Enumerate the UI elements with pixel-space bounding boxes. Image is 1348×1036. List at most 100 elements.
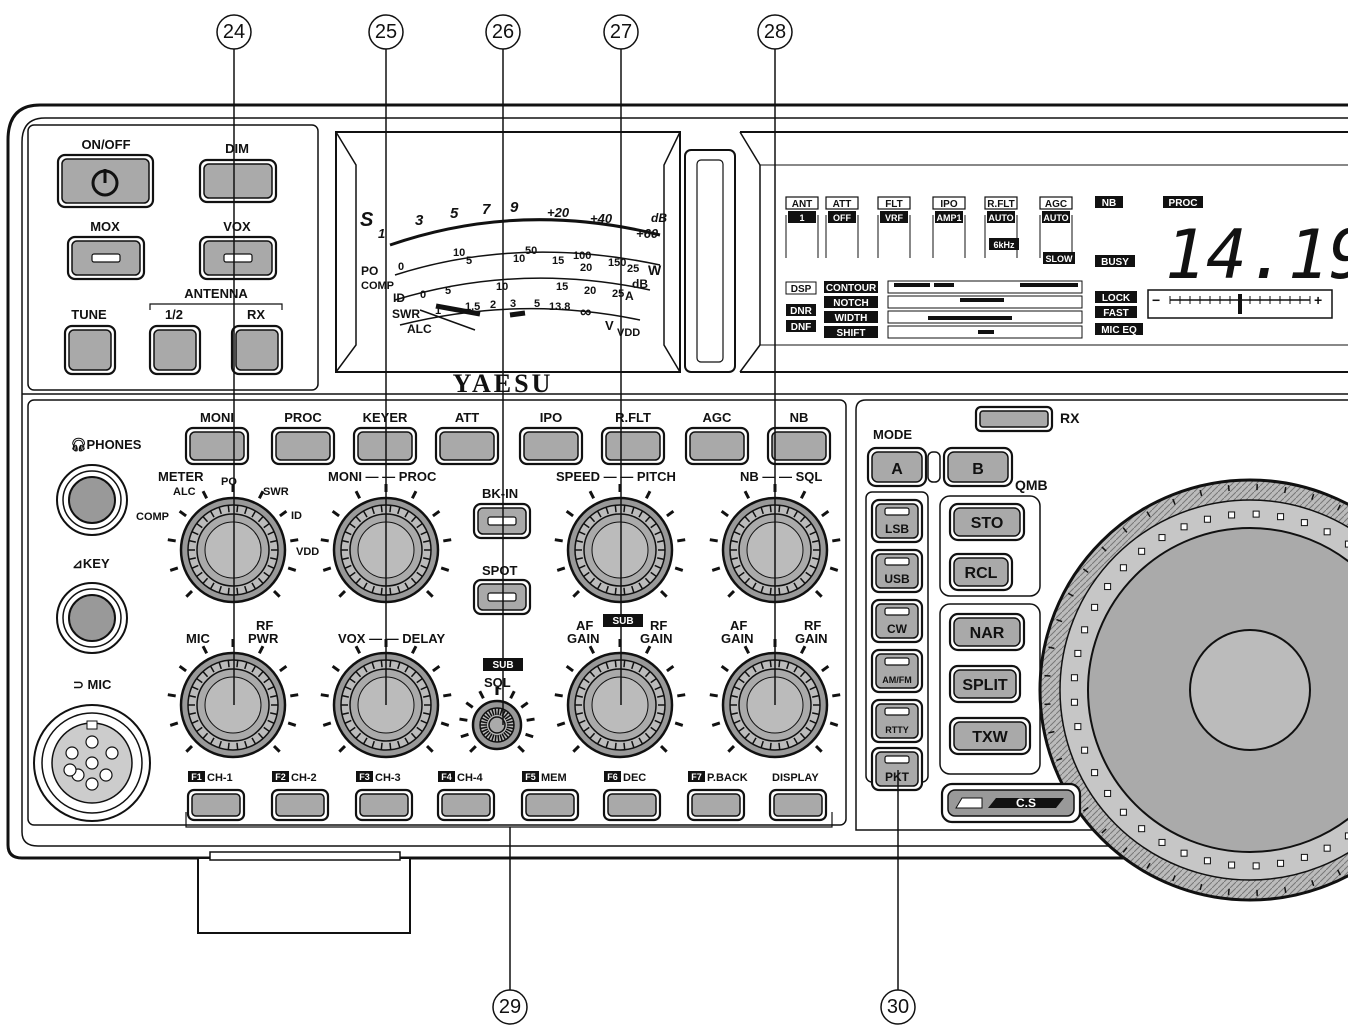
top-button-label: KEYER	[363, 410, 408, 425]
mic-label: ⊃ MIC	[73, 677, 112, 692]
meter-po-150: 150	[608, 257, 626, 269]
top-button-label: PROC	[284, 410, 322, 425]
meter-s-7: 7	[482, 201, 491, 218]
fkey-tag: F6	[607, 772, 618, 782]
meter-swr-3: 3	[510, 298, 516, 310]
display-top-label: ATT	[833, 199, 852, 210]
knob-po-label: PO	[221, 476, 237, 488]
knob-vdd-label: VDD	[296, 546, 319, 558]
display-top-label: ANT	[792, 199, 813, 210]
spot-label: SPOT	[482, 563, 517, 578]
mode-label: AM/FM	[882, 675, 912, 685]
rx-label: RX	[1060, 410, 1080, 426]
frequency-display: 14.19	[1165, 216, 1348, 295]
display-top-value: 1	[799, 213, 804, 223]
speed-pitch-label: SPEED — — PITCH	[556, 469, 676, 484]
meter-vdd-label: VDD	[617, 327, 640, 339]
dim-label: DIM	[225, 141, 249, 156]
meter-swr-1-5: 1.5	[465, 301, 480, 313]
gain-rf-label-sub: GAIN	[795, 631, 828, 646]
rflt-width: 6kHz	[993, 240, 1015, 250]
meter-s-20: +20	[547, 205, 570, 220]
mic-knob-label: MIC	[186, 631, 210, 646]
meter-swr-1: 1	[435, 305, 441, 317]
fkey-label: CH-3	[375, 772, 401, 784]
fkey-tag: F3	[359, 772, 370, 782]
meter-po-100: 100	[573, 250, 591, 262]
meter-s-1: 1	[378, 226, 385, 241]
meter-swr-label: SWR	[392, 307, 420, 321]
mode-label: CW	[887, 622, 908, 636]
knob-alc-label: ALC	[173, 486, 196, 498]
meter-s-5: 5	[450, 205, 459, 222]
dnr-indicator: DNR	[790, 306, 812, 317]
mode-label: RTTY	[885, 725, 909, 735]
fkey-label: MEM	[541, 772, 567, 784]
sub-badge-text: SUB	[612, 616, 633, 627]
sto-button-label: STO	[971, 515, 1004, 532]
fast-indicator: FAST	[1103, 308, 1129, 319]
dsp-row-notch: NOTCH	[833, 298, 869, 309]
fkey-label: CH-1	[207, 772, 233, 784]
meter-alc-label: ALC	[407, 322, 432, 336]
callout-29: 29	[499, 996, 521, 1018]
callout-24: 24	[223, 21, 245, 43]
top-button-label: NB	[790, 410, 809, 425]
meter-knob-label: METER	[158, 469, 204, 484]
display-top-value: AMP1	[936, 213, 961, 223]
callout-27: 27	[610, 21, 632, 43]
top-button-label: R.FLT	[615, 410, 651, 425]
dsp-row-contour: CONTOUR	[826, 283, 877, 294]
meter-id-unit: A	[625, 289, 634, 303]
mode-label: MODE	[873, 427, 912, 442]
meter-comp-15: 15	[552, 255, 564, 267]
meter-po-50: 50	[525, 245, 537, 257]
fkey-label: P.BACK	[707, 772, 748, 784]
fkey-tag: F4	[441, 772, 452, 782]
callout-26: 26	[492, 21, 514, 43]
top-button-label: AGC	[703, 410, 733, 425]
sub-badge-sql-text: SUB	[492, 660, 513, 671]
meter-comp-10: 10	[513, 253, 525, 265]
meter-v-label: V	[605, 318, 614, 333]
tune-label: TUNE	[71, 307, 107, 322]
dsp-row-width: WIDTH	[835, 313, 868, 324]
meter-s-label: S	[360, 209, 374, 231]
knob-swr-label: SWR	[263, 486, 289, 498]
fkey-tag: F1	[191, 772, 202, 782]
knob-comp-label: COMP	[136, 511, 169, 523]
nb-sql-label: NB — — SQL	[740, 469, 822, 484]
fkey-label: CH-2	[291, 772, 317, 784]
busy-indicator: BUSY	[1101, 257, 1129, 268]
fkey-label: DISPLAY	[772, 772, 819, 784]
gain-rf-label-main: GAIN	[640, 631, 673, 646]
nar-button-label: NAR	[970, 625, 1005, 642]
rcl-button-label: RCL	[965, 565, 998, 582]
meter-s-60: +60	[636, 226, 659, 241]
qmb-label: QMB	[1015, 477, 1048, 493]
bkin-label: BK-IN	[482, 486, 518, 501]
vfo-a-label: A	[891, 461, 903, 478]
mode-label: LSB	[885, 522, 909, 536]
meter-swr-inf: ∞	[580, 304, 591, 321]
display-top-value: OFF	[833, 213, 851, 223]
txw-button-label: TXW	[972, 729, 1008, 746]
top-button-label: IPO	[540, 410, 562, 425]
meter-id-10: 10	[496, 281, 508, 293]
proc-indicator: PROC	[1169, 198, 1198, 209]
callout-25: 25	[375, 21, 397, 43]
cs-label: C.S	[1016, 796, 1036, 810]
gain-label-sub: GAIN	[721, 631, 754, 646]
display-top-value: AUTO	[1043, 213, 1068, 223]
mode-label: USB	[884, 572, 910, 586]
meter-id-25: 25	[612, 288, 624, 300]
display-top-value: VRF	[885, 213, 904, 223]
display-top-label: IPO	[940, 199, 957, 210]
callout-30: 30	[887, 996, 909, 1018]
meter-vdd-13-8: 13.8	[549, 301, 570, 313]
gain-label-main: GAIN	[567, 631, 600, 646]
pwr-knob-label: PWR	[248, 631, 279, 646]
callout-28: 28	[764, 21, 786, 43]
display-top-label: AGC	[1045, 199, 1067, 210]
meter-s-3: 3	[415, 212, 424, 229]
